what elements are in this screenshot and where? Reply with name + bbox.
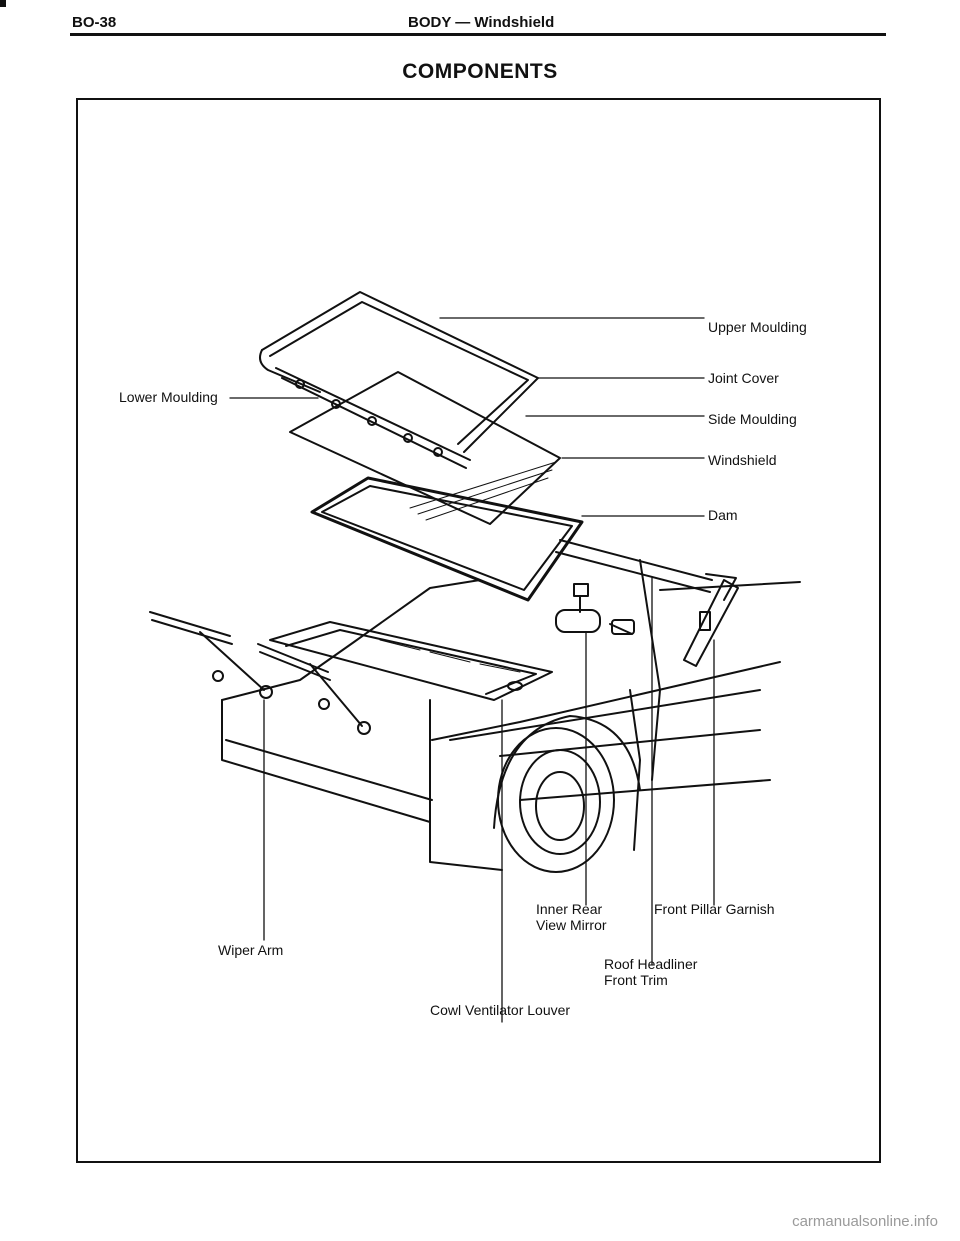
figure-title: COMPONENTS <box>402 60 558 83</box>
cowl-ventilator-louver-part <box>269 621 553 701</box>
label-wiper-arm: Wiper Arm <box>218 942 284 958</box>
header-rule <box>70 33 886 36</box>
page-number: BO-38 <box>72 14 117 31</box>
corner-mark <box>0 0 6 7</box>
label-upper-moulding: Upper Moulding <box>708 319 807 335</box>
figure-frame <box>76 98 881 1163</box>
leader-lines <box>229 317 715 1023</box>
label-windshield: Windshield <box>708 452 777 468</box>
lower-moulding-part <box>275 367 471 469</box>
car-body <box>221 559 801 871</box>
footer-watermark: carmanualsonline.info <box>792 1213 938 1230</box>
front-wheel <box>493 715 641 873</box>
label-lower-moulding: Lower Moulding <box>119 389 218 405</box>
label-joint-cover: Joint Cover <box>708 370 779 386</box>
upper-moulding-part <box>259 291 539 453</box>
label-side-moulding: Side Moulding <box>708 411 797 427</box>
label-inner-rear-1: Inner Rear <box>536 901 603 917</box>
roof-rail <box>555 539 737 601</box>
label-inner-rear-2: View Mirror <box>536 917 607 933</box>
label-dam: Dam <box>708 507 738 523</box>
dam-part <box>310 476 584 602</box>
inner-rear-view-mirror-part <box>555 583 635 635</box>
section-title: BODY — Windshield <box>408 14 555 31</box>
windshield-glass <box>289 371 561 525</box>
label-roof-headliner-1: Roof Headliner <box>604 956 698 972</box>
label-front-pillar-garnish: Front Pillar Garnish <box>654 901 775 917</box>
front-pillar-garnish-part <box>683 579 739 667</box>
label-roof-headliner-2: Front Trim <box>604 972 668 988</box>
label-cowl-ventilator-louver: Cowl Ventilator Louver <box>430 1002 571 1018</box>
